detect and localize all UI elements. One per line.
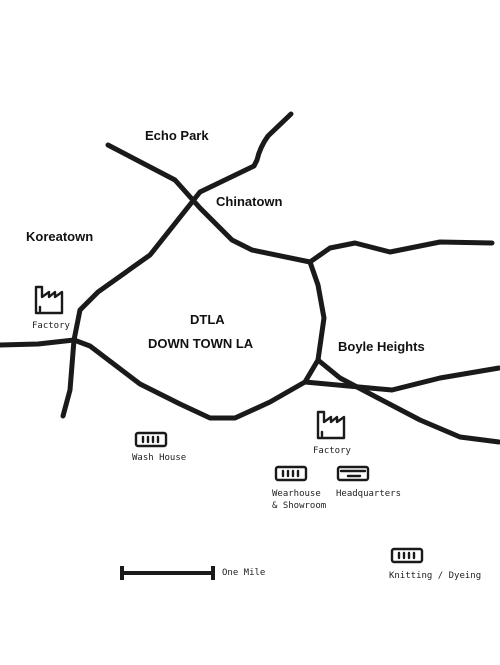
label-echo-park: Echo Park xyxy=(145,128,209,143)
label-knitting-dyeing: Knitting / Dyeing xyxy=(389,571,482,581)
basket-icon xyxy=(134,430,168,448)
road-southeast xyxy=(315,357,500,445)
road-upper-east xyxy=(307,239,495,265)
label-headquarters: Headquarters xyxy=(336,489,402,499)
label-factory-west: Factory xyxy=(32,321,70,331)
label-wash-house: Wash House xyxy=(132,453,187,463)
scale-bar-icon xyxy=(120,566,215,580)
label-boyle-heights: Boyle Heights xyxy=(338,339,425,354)
headquarters-icon xyxy=(336,464,370,482)
road-northeast xyxy=(60,111,294,419)
label-dtla: DTLA xyxy=(190,312,225,327)
factory-icon xyxy=(316,410,348,440)
road-east-loop xyxy=(0,259,327,421)
scale-label: One Mile xyxy=(222,568,266,578)
road-lower-east xyxy=(302,365,500,393)
label-factory-east: Factory xyxy=(313,446,351,456)
label-showroom: & Showroom xyxy=(272,501,327,511)
basket-icon xyxy=(390,546,424,564)
road-northwest xyxy=(105,142,313,265)
label-koreatown: Koreatown xyxy=(26,229,94,244)
basket-icon xyxy=(274,464,308,482)
factory-icon xyxy=(34,285,66,315)
label-chinatown: Chinatown xyxy=(216,194,283,209)
label-wearhouse: Wearhouse xyxy=(272,489,321,499)
label-downtown-la: DOWN TOWN LA xyxy=(148,336,254,351)
